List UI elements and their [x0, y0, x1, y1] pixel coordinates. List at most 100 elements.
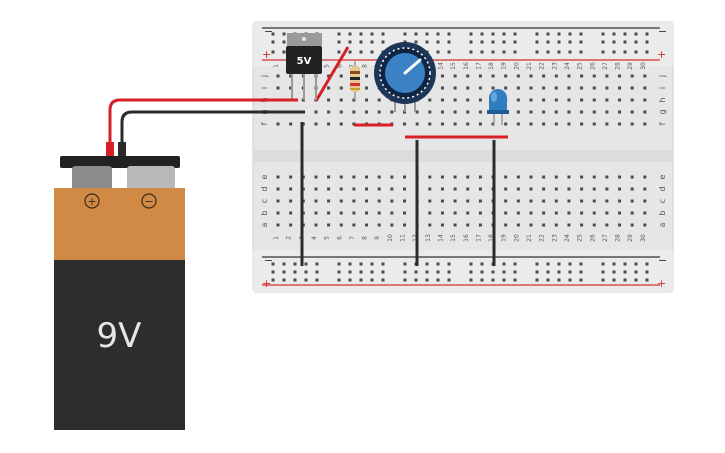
breadboard-hole[interactable]: [643, 211, 647, 215]
breadboard-hole[interactable]: [478, 211, 482, 215]
rail-hole[interactable]: [359, 50, 363, 54]
breadboard-hole[interactable]: [504, 211, 508, 215]
breadboard-hole[interactable]: [276, 86, 280, 90]
rail-hole[interactable]: [381, 270, 385, 274]
rail-hole[interactable]: [612, 262, 616, 266]
breadboard-hole[interactable]: [580, 98, 584, 102]
battery-wires[interactable]: [108, 98, 305, 152]
breadboard-hole[interactable]: [365, 86, 369, 90]
rail-hole[interactable]: [348, 32, 352, 36]
breadboard-hole[interactable]: [327, 110, 331, 114]
rail-hole[interactable]: [623, 278, 627, 282]
rail-hole[interactable]: [414, 40, 418, 44]
breadboard-hole[interactable]: [352, 175, 356, 179]
breadboard-hole[interactable]: [554, 74, 558, 78]
breadboard-hole[interactable]: [390, 175, 394, 179]
rail-hole[interactable]: [491, 50, 495, 54]
rail-hole[interactable]: [304, 270, 308, 274]
breadboard-hole[interactable]: [352, 187, 356, 191]
rail-hole[interactable]: [579, 278, 583, 282]
rail-hole[interactable]: [425, 40, 429, 44]
breadboard-hole[interactable]: [428, 199, 432, 203]
rail-hole[interactable]: [315, 278, 319, 282]
rail-hole[interactable]: [601, 278, 605, 282]
rail-hole[interactable]: [282, 278, 286, 282]
breadboard-hole[interactable]: [605, 199, 609, 203]
breadboard-hole[interactable]: [466, 122, 470, 126]
rail-hole[interactable]: [568, 278, 572, 282]
breadboard-hole[interactable]: [504, 223, 508, 227]
breadboard-hole[interactable]: [643, 175, 647, 179]
breadboard-hole[interactable]: [466, 110, 470, 114]
rail-hole[interactable]: [513, 278, 517, 282]
rail-hole[interactable]: [271, 262, 275, 266]
breadboard-hole[interactable]: [428, 110, 432, 114]
breadboard-hole[interactable]: [289, 86, 293, 90]
rail-hole[interactable]: [491, 32, 495, 36]
rail-hole[interactable]: [359, 278, 363, 282]
breadboard-hole[interactable]: [478, 110, 482, 114]
rail-hole[interactable]: [557, 262, 561, 266]
breadboard-hole[interactable]: [428, 175, 432, 179]
rail-hole[interactable]: [447, 32, 451, 36]
breadboard-hole[interactable]: [339, 211, 343, 215]
breadboard-hole[interactable]: [327, 211, 331, 215]
rail-hole[interactable]: [480, 278, 484, 282]
breadboard-hole[interactable]: [466, 74, 470, 78]
breadboard-hole[interactable]: [580, 86, 584, 90]
rail-hole[interactable]: [436, 32, 440, 36]
breadboard-hole[interactable]: [352, 110, 356, 114]
breadboard-hole[interactable]: [276, 74, 280, 78]
breadboard-hole[interactable]: [453, 122, 457, 126]
breadboard-hole[interactable]: [592, 223, 596, 227]
breadboard-hole[interactable]: [428, 98, 432, 102]
rail-hole[interactable]: [568, 40, 572, 44]
breadboard-hole[interactable]: [529, 211, 533, 215]
breadboard-hole[interactable]: [630, 187, 634, 191]
breadboard-hole[interactable]: [327, 98, 331, 102]
breadboard-hole[interactable]: [516, 211, 520, 215]
rail-hole[interactable]: [612, 270, 616, 274]
rail-hole[interactable]: [337, 278, 341, 282]
rail-hole[interactable]: [513, 270, 517, 274]
rail-hole[interactable]: [315, 270, 319, 274]
breadboard-hole[interactable]: [327, 223, 331, 227]
breadboard-hole[interactable]: [516, 187, 520, 191]
breadboard-hole[interactable]: [453, 86, 457, 90]
breadboard-hole[interactable]: [314, 223, 318, 227]
breadboard-hole[interactable]: [327, 199, 331, 203]
rail-hole[interactable]: [304, 262, 308, 266]
rail-hole[interactable]: [612, 32, 616, 36]
rail-hole[interactable]: [579, 262, 583, 266]
rail-hole[interactable]: [480, 262, 484, 266]
rail-hole[interactable]: [304, 278, 308, 282]
breadboard-hole[interactable]: [643, 122, 647, 126]
breadboard-hole[interactable]: [440, 122, 444, 126]
breadboard-hole[interactable]: [466, 98, 470, 102]
breadboard-hole[interactable]: [567, 122, 571, 126]
potentiometer[interactable]: [374, 42, 436, 112]
rail-hole[interactable]: [447, 50, 451, 54]
breadboard-hole[interactable]: [289, 74, 293, 78]
rail-hole[interactable]: [337, 32, 341, 36]
rail-hole[interactable]: [348, 278, 352, 282]
breadboard-hole[interactable]: [339, 175, 343, 179]
breadboard-hole[interactable]: [491, 122, 495, 126]
rail-hole[interactable]: [447, 262, 451, 266]
breadboard-hole[interactable]: [403, 223, 406, 227]
rail-hole[interactable]: [645, 32, 649, 36]
rail-hole[interactable]: [425, 270, 429, 274]
breadboard-hole[interactable]: [314, 175, 318, 179]
rail-hole[interactable]: [370, 262, 374, 266]
breadboard-hole[interactable]: [618, 110, 622, 114]
rail-hole[interactable]: [546, 50, 550, 54]
rail-hole[interactable]: [535, 40, 539, 44]
breadboard-hole[interactable]: [592, 199, 596, 203]
breadboard-hole[interactable]: [554, 98, 558, 102]
breadboard-hole[interactable]: [630, 211, 634, 215]
breadboard-hole[interactable]: [504, 187, 508, 191]
breadboard-hole[interactable]: [542, 122, 546, 126]
rail-hole[interactable]: [469, 32, 473, 36]
breadboard-hole[interactable]: [630, 223, 634, 227]
rail-hole[interactable]: [568, 32, 572, 36]
